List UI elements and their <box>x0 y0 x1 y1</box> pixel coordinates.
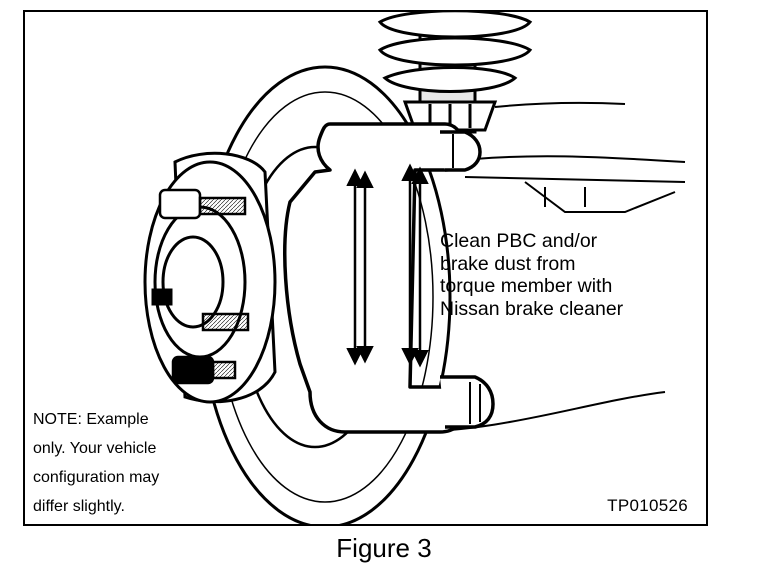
figure-caption: Figure 3 <box>336 533 432 563</box>
wheel-studs <box>158 188 250 385</box>
cleaning-instruction: Clean PBC and/or brake dust from torque … <box>440 230 624 320</box>
torque-member <box>283 122 495 434</box>
figure-frame: Clean PBC and/or brake dust from torque … <box>23 10 708 526</box>
note-text: NOTE: Example only. Your vehicle configu… <box>33 411 160 515</box>
figure-code: TP010526 <box>607 496 688 515</box>
coil-spring <box>377 12 533 134</box>
clean-direction-arrows <box>346 163 429 368</box>
brake-assembly-illustration <box>143 12 686 524</box>
